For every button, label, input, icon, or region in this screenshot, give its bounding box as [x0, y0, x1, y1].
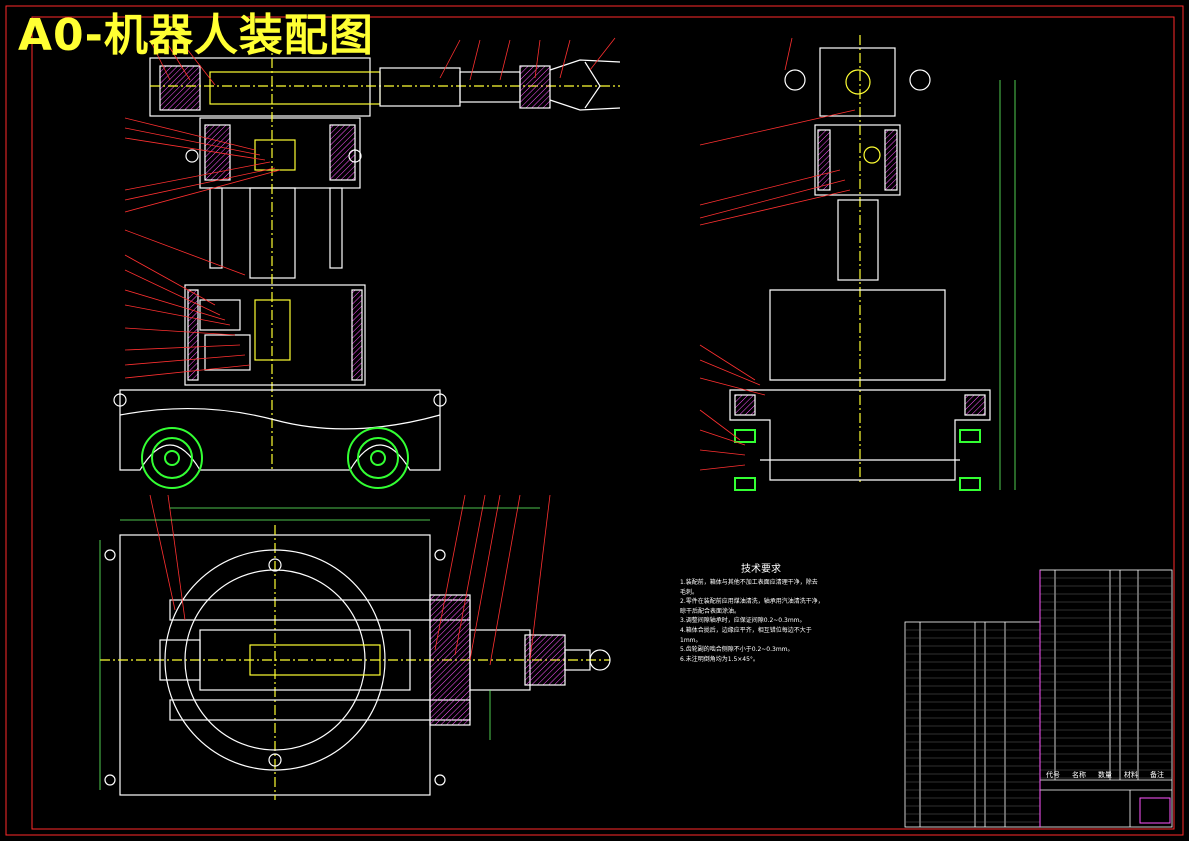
- leaders-plan: [149, 494, 551, 666]
- front-wheels: [141, 427, 409, 489]
- requirement-line: 2.零件在装配前应用煤油清洗，轴承用汽油清洗干净，: [680, 598, 824, 606]
- drawing-title: A0-机器人装配图: [18, 10, 374, 61]
- side-dimension: [999, 80, 1016, 490]
- requirement-line: 1.装配前，箱体与其他不加工表面应清理干净，除去: [680, 579, 818, 586]
- bom-col-remark: 备注: [1150, 771, 1164, 779]
- side-top-block: [819, 47, 896, 117]
- plan-flange: [429, 594, 471, 726]
- technical-requirements-list: 1.装配前，箱体与其他不加工表面应清理干净，除去 毛刺。 2.零件在装配前应用煤…: [680, 578, 890, 664]
- technical-requirements-heading: 技术要求: [741, 564, 781, 575]
- waist-housing: [184, 284, 366, 386]
- parts-list-accent: [1039, 570, 1171, 827]
- bom-col-code: 代号: [1046, 771, 1060, 779]
- bom-col-material: 材料: [1124, 771, 1138, 779]
- plan-dimension: [99, 507, 540, 790]
- requirement-line: 4.箱体合拢后，边缘应平齐，相互错位每边不大于: [680, 626, 812, 634]
- leaders-front: [124, 37, 616, 379]
- side-body: [769, 289, 946, 381]
- bom-col-qty: 数量: [1098, 771, 1112, 779]
- requirement-line: 6.未注明倒角均为1.5×45°。: [680, 655, 759, 663]
- side-view: [729, 35, 991, 485]
- arm-housing: [149, 57, 371, 117]
- parts-list-header: 代号 名称 数量 材料 备注: [1040, 770, 1170, 780]
- front-view: [113, 40, 621, 471]
- parts-list: [904, 569, 1173, 828]
- requirement-line: 晾干后配合表面涂油。: [680, 607, 741, 615]
- base-platform: [119, 389, 441, 471]
- plan-view: [100, 525, 611, 800]
- left-wheel: [141, 427, 203, 489]
- right-wheel: [347, 427, 409, 489]
- requirement-line: 1mm。: [680, 636, 702, 644]
- requirement-line: 5.齿轮副的啮合侧隙不小于0.2~0.3mm。: [680, 646, 794, 654]
- outer-frame: [5, 5, 1184, 836]
- leaders-side: [699, 37, 856, 471]
- parts-list-grid: [905, 577, 1172, 823]
- inner-frame: [31, 16, 1175, 830]
- requirement-line: 毛刺。: [680, 588, 699, 596]
- side-joint-block: [814, 124, 901, 196]
- requirement-line: 3.调整间隙轴承时，应保证间隙0.2~0.3mm。: [680, 617, 806, 625]
- bom-col-name: 名称: [1072, 771, 1086, 779]
